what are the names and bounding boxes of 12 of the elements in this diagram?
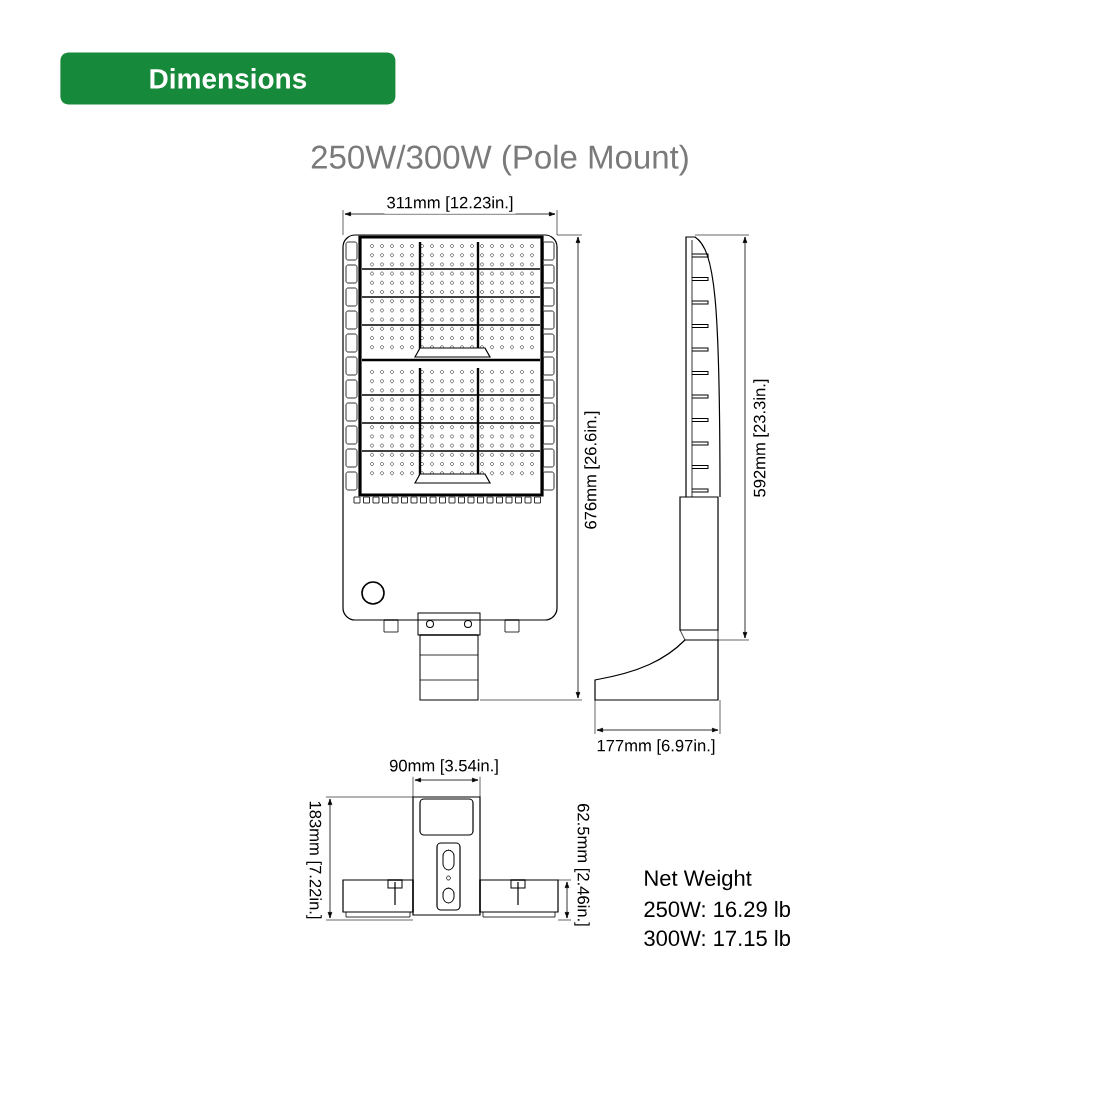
weight-text: 250W: 16.29 lb [644, 900, 790, 918]
view-title: 250W/300W (Pole Mount) [311, 144, 688, 176]
weight-text: Net Weight [645, 869, 752, 891]
heading-badge: Dimensions [60, 52, 396, 105]
weight-text: 300W: 17.15 lb [644, 929, 790, 947]
dimension-label: 177mm [6.97in.] [594, 737, 718, 757]
dimension-label: 311mm [12.23in.] [384, 194, 516, 214]
dimension-label: 90mm [3.54in.] [387, 757, 501, 777]
dimension-label: 592mm [23.3in.] [751, 376, 771, 500]
dimension-label: 676mm [26.6in.] [582, 408, 602, 532]
dimension-label: 62.5mm [2.46in.] [572, 801, 592, 929]
dimension-label: 183mm [7.22in.] [304, 798, 324, 922]
